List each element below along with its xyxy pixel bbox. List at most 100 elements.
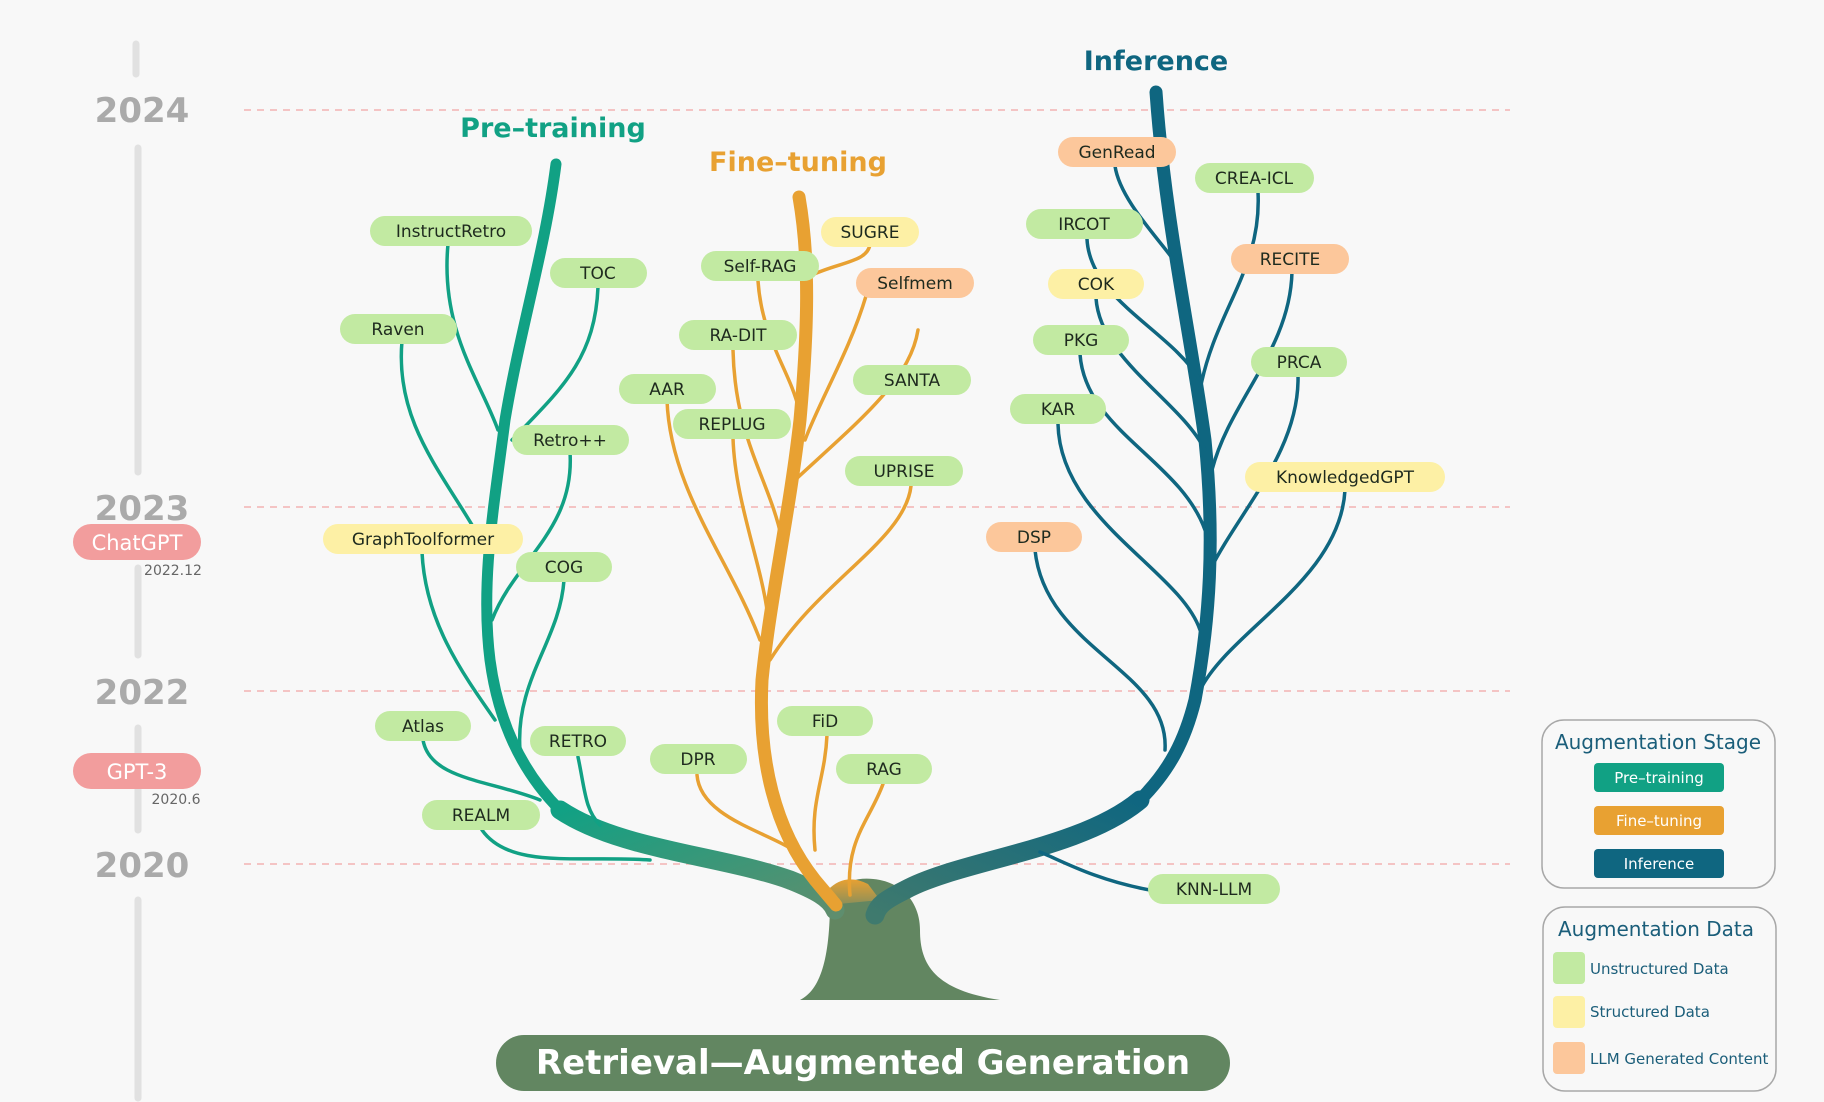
node-pill <box>1048 269 1144 299</box>
node-pill <box>673 409 791 439</box>
node-pill <box>1026 209 1143 239</box>
inference-twig-creaicl <box>1198 190 1260 392</box>
node-radit: RA-DIT <box>679 320 797 350</box>
milestone-badge <box>73 524 201 560</box>
pretraining-twig-realm <box>480 828 652 862</box>
node-label: Selfmem <box>877 274 953 294</box>
node-retroplusplus: Retro++ <box>512 425 629 455</box>
node-label: SUGRE <box>841 223 900 243</box>
node-pill <box>1010 394 1106 424</box>
node-pill <box>1148 874 1280 904</box>
legend-stage-title: Augmentation Stage <box>1555 730 1761 754</box>
pretraining-twig-instructretro <box>445 242 500 432</box>
node-label: AAR <box>649 380 685 400</box>
node-label: COG <box>545 558 583 578</box>
node-uprise: UPRISE <box>845 456 963 486</box>
inference-branch-title: Inference <box>1084 46 1229 77</box>
legend-swatch <box>1594 849 1724 878</box>
milestone-chatgpt: ChatGPT 2022.12 <box>73 524 202 579</box>
node-pill <box>777 706 873 736</box>
node-creaicl: CREA-ICL <box>1195 163 1314 193</box>
node-dpr: DPR <box>650 744 747 774</box>
finetuning-branch <box>665 190 920 912</box>
pretraining-twig-atlas <box>421 738 542 802</box>
legend-data-title: Augmentation Data <box>1558 917 1754 941</box>
finetuning-twig-selfrag <box>756 279 801 412</box>
node-label: InstructRetro <box>396 222 506 242</box>
inference-trunk-lower <box>865 790 1150 925</box>
node-realm: REALM <box>422 800 540 830</box>
node-rag: RAG <box>836 754 932 784</box>
legend-data-frame <box>1542 906 1777 1092</box>
node-pill <box>619 374 716 404</box>
root-banner <box>496 1035 1230 1091</box>
legend-swatch <box>1594 763 1724 792</box>
node-label: RA-DIT <box>709 326 767 346</box>
node-kar: KAR <box>1010 394 1106 424</box>
node-pill <box>550 258 647 288</box>
node-label: REPLUG <box>698 415 765 435</box>
trunk-fineturning-blend <box>826 879 880 905</box>
finetuning-twig-uprise <box>768 484 913 662</box>
node-label: CREA-ICL <box>1215 169 1294 189</box>
legend-swatch <box>1553 1042 1585 1074</box>
node-pill <box>370 216 532 246</box>
node-pill <box>856 268 974 298</box>
node-pill <box>516 552 612 582</box>
finetuning-twig-santa <box>793 328 920 482</box>
node-toc: TOC <box>550 258 647 288</box>
legend-label: LLM Generated Content <box>1590 1050 1769 1068</box>
year-label-2023: 2023 <box>95 489 190 529</box>
node-recite: RECITE <box>1231 244 1349 274</box>
trunk-shape <box>800 878 1000 1000</box>
node-genread: GenRead <box>1058 137 1176 167</box>
node-label: UPRISE <box>873 462 934 482</box>
legend-swatch <box>1553 996 1585 1028</box>
legend-label: Pre–training <box>1614 769 1703 787</box>
node-label: IRCOT <box>1058 215 1110 235</box>
node-pill <box>650 744 747 774</box>
node-cog: COG <box>516 552 612 582</box>
legend-data: Augmentation Data Unstructured Data Stru… <box>1542 906 1777 1092</box>
node-selfrag: Self-RAG <box>701 251 819 281</box>
legend-item-inference: Inference <box>1594 849 1724 878</box>
node-pill <box>986 522 1082 552</box>
pretraining-twig-cog <box>517 578 566 752</box>
finetuning-branch-title: Fine–tuning <box>709 147 887 178</box>
finetuning-twig-dpr <box>695 773 792 850</box>
node-pill <box>821 217 919 247</box>
inference-twig-dsp <box>1033 548 1167 752</box>
inference-trunk-upper <box>1133 85 1217 807</box>
finetuning-twig-replug <box>731 436 769 612</box>
legend-item-structured: Structured Data <box>1553 996 1710 1028</box>
finetuning-twig-selfmem <box>803 294 868 442</box>
node-dsp: DSP <box>986 522 1082 552</box>
inference-twig-pkg <box>1078 352 1207 532</box>
node-atlas: Atlas <box>375 711 471 741</box>
tree-trunk: Retrieval—Augmented Generation <box>496 878 1230 1091</box>
node-instructretro: InstructRetro <box>370 216 532 246</box>
node-cok: COK <box>1048 269 1144 299</box>
node-label: Retro++ <box>533 431 607 451</box>
node-label: SANTA <box>884 371 941 391</box>
year-label-2024: 2024 <box>95 91 190 131</box>
inference-twig-cok <box>1094 296 1207 452</box>
legend-label: Fine–tuning <box>1616 812 1702 830</box>
node-fid: FiD <box>777 706 873 736</box>
node-label: REALM <box>452 806 510 826</box>
milestone-date: 2020.6 <box>152 792 201 808</box>
node-pill <box>1033 325 1129 355</box>
node-ircot: IRCOT <box>1026 209 1143 239</box>
year-label-2022: 2022 <box>95 673 190 713</box>
root-label: Retrieval—Augmented Generation <box>536 1043 1190 1083</box>
inference-twig-knnllm <box>1038 850 1152 892</box>
node-label: DSP <box>1017 528 1051 548</box>
node-pill <box>836 754 932 784</box>
milestone-gpt3: GPT-3 2020.6 <box>73 753 201 808</box>
pretraining-trunk-upper <box>481 158 566 816</box>
node-label: KnowledgedGPT <box>1276 468 1415 488</box>
year-label-2020: 2020 <box>95 846 190 886</box>
inference-twig-kar <box>1056 422 1202 632</box>
milestone-badge <box>73 753 201 789</box>
